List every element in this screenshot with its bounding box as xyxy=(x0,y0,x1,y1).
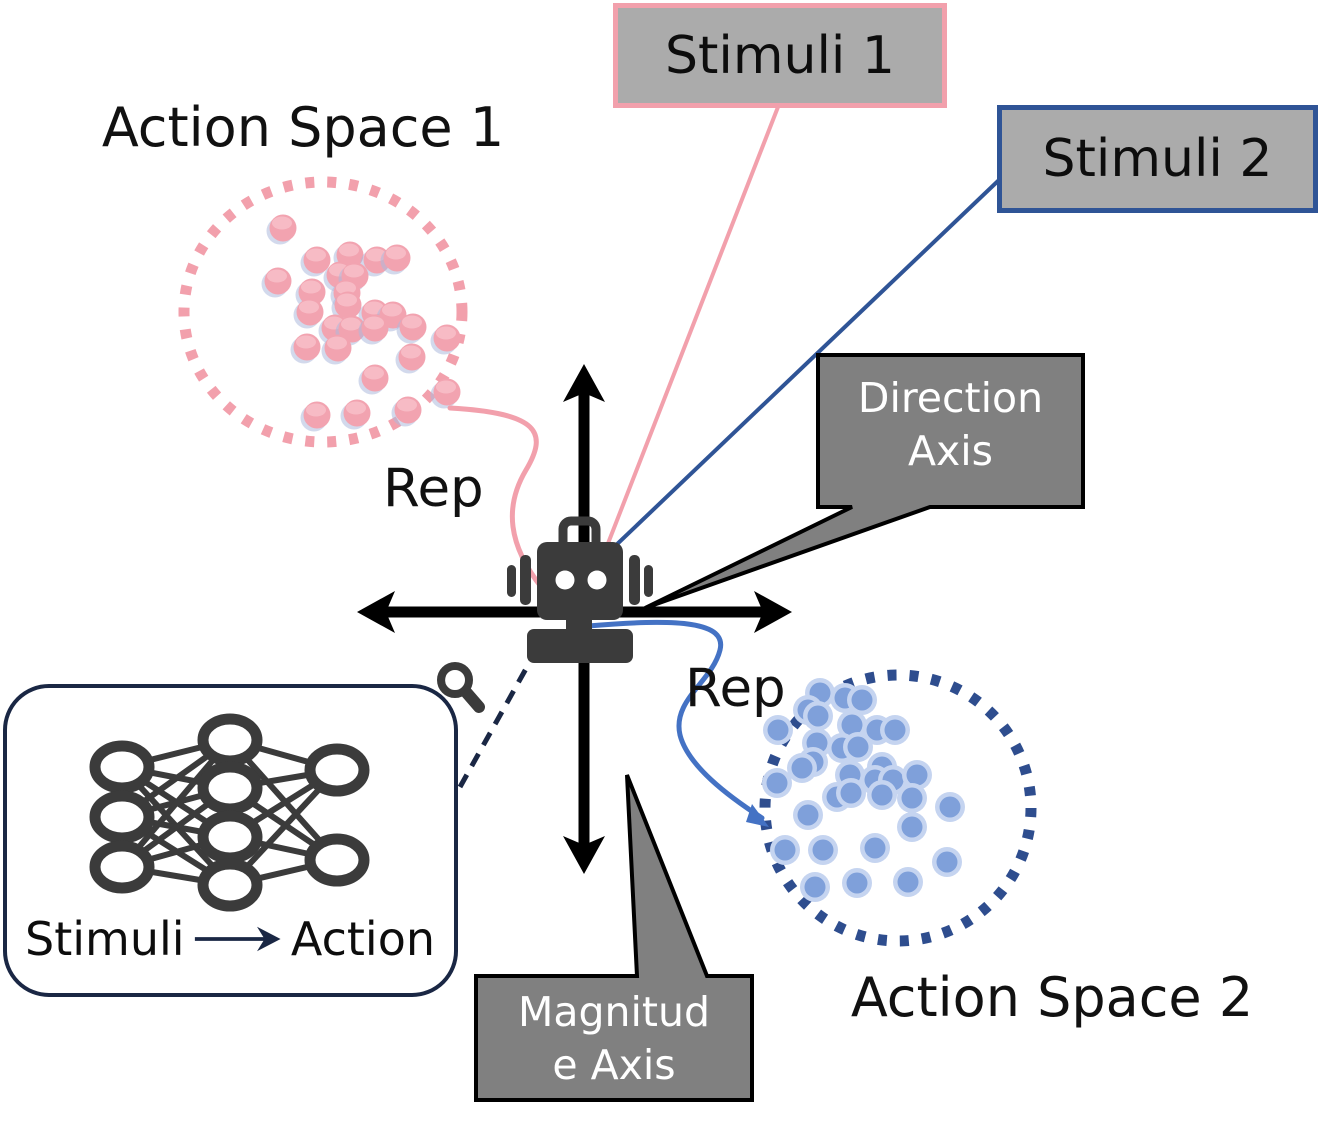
right-arrow-icon xyxy=(194,926,281,952)
stimuli-2-connector-line xyxy=(610,178,1001,551)
direction-axis-callout-label: Direction Axis xyxy=(820,372,1081,479)
action-space-2-title: Action Space 2 xyxy=(850,966,1254,1029)
rep-curve-blue xyxy=(585,619,765,821)
magnitude-axis-callout-label: Magnitud e Axis xyxy=(478,986,750,1093)
nn-caption: Stimuli Action xyxy=(25,912,435,966)
rep-label-right: Rep xyxy=(685,658,786,719)
direction-axis-line2: Axis xyxy=(907,427,994,476)
stimuli-1-label: Stimuli 1 xyxy=(665,25,895,86)
action-space-1-circle xyxy=(178,176,468,448)
stimuli-1-connector-line xyxy=(605,106,780,547)
rep-label-left: Rep xyxy=(383,458,484,519)
magnitude-axis-line1: Magnitud xyxy=(518,988,710,1036)
direction-axis-callout-shape xyxy=(644,353,1085,610)
action-space-2-dots xyxy=(762,678,965,902)
magnifier-icon xyxy=(437,662,485,713)
magnitude-axis-callout-shape xyxy=(474,774,754,1102)
stimuli-1-box: Stimuli 1 xyxy=(613,3,947,108)
stimuli-2-box: Stimuli 2 xyxy=(997,105,1318,213)
magnitude-axis-line2: e Axis xyxy=(552,1041,676,1090)
action-space-1-dots xyxy=(261,214,461,432)
nn-caption-stimuli: Stimuli xyxy=(25,912,185,966)
neural-network-box xyxy=(3,684,458,997)
neural-network-icon xyxy=(89,713,370,912)
action-space-2-circle xyxy=(759,669,1037,947)
nn-caption-action: Action xyxy=(290,912,435,966)
stimuli-2-label: Stimuli 2 xyxy=(1042,129,1273,189)
zoom-dashed-line xyxy=(457,656,535,789)
rep-curve-pink xyxy=(447,405,545,591)
action-space-1-title: Action Space 1 xyxy=(101,96,505,159)
rep-curve-blue-arrowhead xyxy=(746,804,769,827)
direction-axis-line1: Direction xyxy=(857,374,1044,422)
robot-icon xyxy=(507,516,653,663)
